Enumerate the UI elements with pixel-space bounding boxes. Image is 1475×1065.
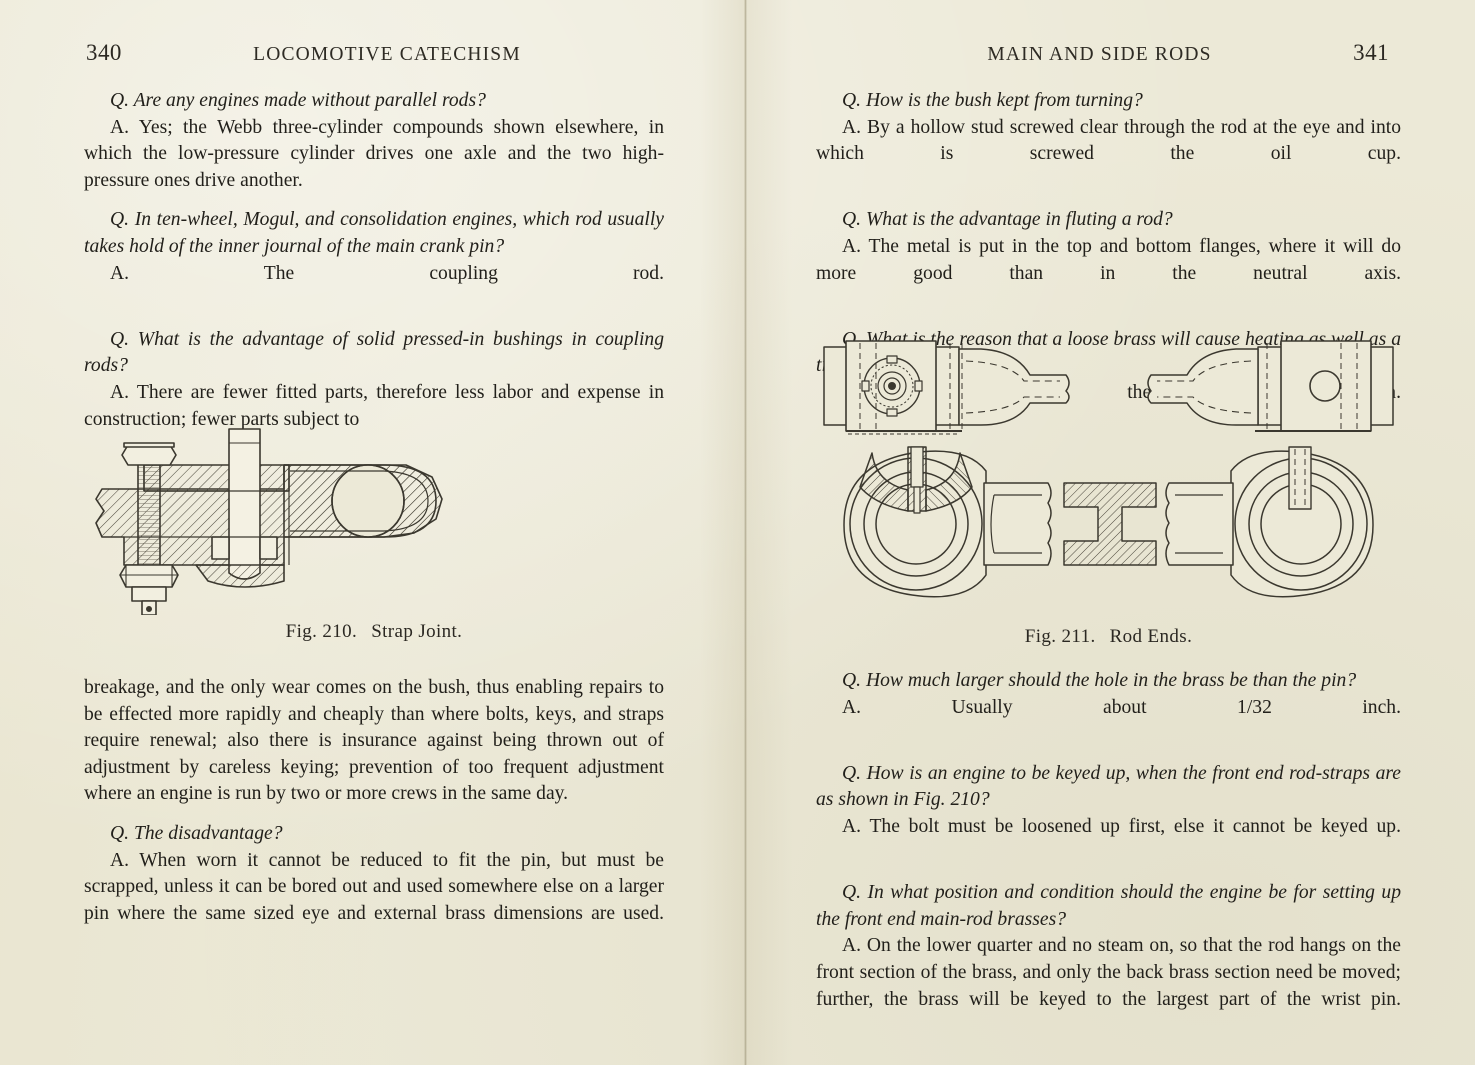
figure-210-number: Fig. 210. (285, 621, 358, 642)
question-text: Q. Are any engines made without parallel… (110, 90, 486, 111)
figure-211-caption: Fig. 211. Rod Ends. (816, 626, 1401, 648)
qa-block: Q. The disadvantage? A. When worn it can… (84, 821, 664, 954)
figure-211-title: Rod Ends. (1109, 626, 1193, 647)
left-page: 340 LOCOMOTIVE CATECHISM Q. Are any engi… (84, 40, 664, 954)
figure-210-title: Strap Joint. (371, 621, 463, 642)
text-column-left-lower: breakage, and the only wear comes on the… (84, 675, 664, 954)
qa-block: Q. How much larger should the hole in th… (816, 668, 1401, 748)
answer-text: A. On the lower quarter and no steam on,… (816, 935, 1401, 1010)
qa-block: Q. Are any engines made without parallel… (84, 88, 664, 194)
text-column-right: Q. How is the bush kept from turning? A.… (816, 88, 1401, 433)
text-column-left: Q. Are any engines made without parallel… (84, 88, 664, 433)
figure-211-number: Fig. 211. (1024, 626, 1096, 647)
running-head-right: MAIN AND SIDE RODS (987, 44, 1212, 65)
qa-block: Q. How is an engine to be keyed up, when… (816, 761, 1401, 867)
continuation-paragraph: breakage, and the only wear comes on the… (84, 677, 664, 805)
answer-text: A. By a hollow stud screwed clear throug… (816, 116, 1401, 165)
qa-block: Q. In ten-wheel, Mogul, and consolidatio… (84, 207, 664, 313)
page-number-right: 341 (1353, 40, 1389, 65)
qa-block: Q. What is the advantage of solid presse… (84, 327, 664, 433)
figure-210-strap-joint: Fig. 210. Strap Joint. (84, 415, 664, 643)
question-text: Q. In ten-wheel, Mogul, and consolidatio… (84, 209, 664, 257)
question-text: Q. What is the advantage in fluting a ro… (842, 209, 1173, 231)
right-page: 341 MAIN AND SIDE RODS Q. How is the bus… (744, 0, 1475, 1065)
qa-block: Q. How is the bush kept from turning? A.… (816, 88, 1401, 194)
answer-text: A. The bolt must be loosened up first, e… (842, 815, 1401, 837)
question-text: Q. The disadvantage? (110, 822, 283, 844)
book-gutter (744, 0, 747, 1065)
strap-joint-drawing (95, 428, 443, 615)
answer-text: A. The coupling rod. (110, 262, 664, 284)
question-text: Q. In what position and condition should… (816, 882, 1401, 930)
figure-211-rod-ends: Fig. 211. Rod Ends. (816, 335, 1401, 648)
figure-210-caption: Fig. 210. Strap Joint. (84, 621, 664, 643)
question-text: Q. What is the advantage of solid presse… (84, 328, 664, 377)
rod-ends-drawing (823, 340, 1394, 598)
qa-block: Q. In what position and condition should… (816, 880, 1401, 1040)
page-number-left: 340 (86, 40, 122, 65)
question-text: Q. How is the bush kept from turning? (842, 90, 1143, 111)
running-head-left: LOCOMOTIVE CATECHISM (253, 44, 521, 65)
answer-text: A. Usually about 1/32 inch. (842, 696, 1401, 718)
question-text: Q. How is an engine to be keyed up, when… (816, 762, 1401, 811)
answer-text: A. When worn it cannot be reduced to fit… (84, 849, 664, 924)
answer-text: A. There are fewer fitted parts, therefo… (84, 381, 664, 430)
answer-text: A. The metal is put in the top and botto… (816, 235, 1401, 284)
question-text: Q. How much larger should the hole in th… (842, 670, 1357, 691)
answer-text: A. Yes; the Webb three-cylinder compound… (84, 116, 664, 191)
text-column-right-lower: Q. How much larger should the hole in th… (816, 668, 1401, 1040)
qa-block: Q. What is the advantage in fluting a ro… (816, 207, 1401, 313)
